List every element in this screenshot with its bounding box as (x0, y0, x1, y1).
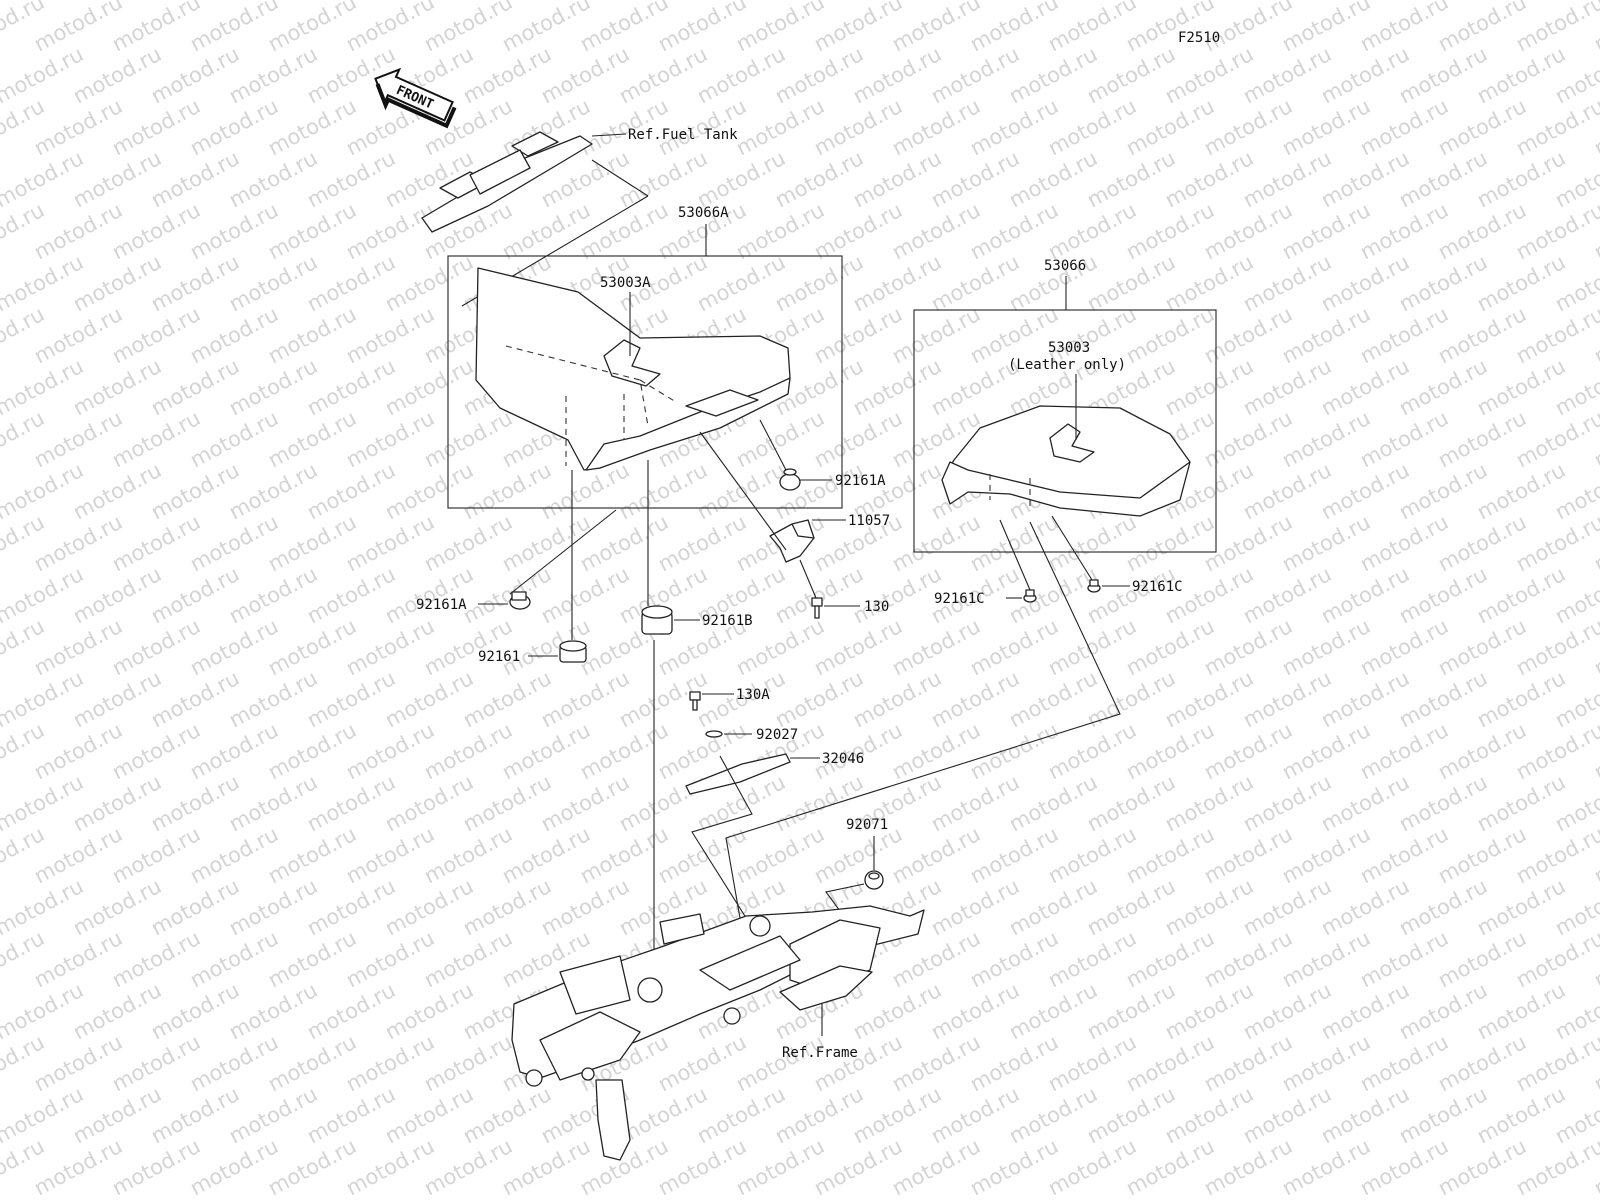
label-ref-frame: Ref.Frame (782, 1045, 858, 1061)
bolt-130A-part (689, 691, 701, 711)
plate-32046-part (685, 753, 791, 795)
label-53003: 53003 (1048, 340, 1090, 356)
label-92071: 92071 (846, 817, 888, 833)
watermark-text: motod.ru (1512, 1134, 1600, 1200)
damper-92161A-left-part (509, 591, 531, 610)
label-53066A: 53066A (678, 205, 729, 221)
damper-92161B-part (641, 605, 673, 635)
damper-92161A-right-part (779, 468, 801, 491)
bracket-11057-part (769, 519, 815, 563)
frame-part (511, 905, 925, 1161)
damper-92161C-left-part (1023, 589, 1037, 603)
seat-group-box-53066A (447, 255, 843, 509)
seat-group-box-53066 (913, 309, 1217, 553)
label-92161A-left: 92161A (416, 597, 467, 613)
label-53003A: 53003A (600, 275, 651, 291)
figure-code: F2510 (1178, 30, 1220, 46)
label-92161C-left: 92161C (934, 591, 985, 607)
label-92027: 92027 (756, 727, 798, 743)
front-seat-part (475, 267, 791, 471)
label-92161C-right: 92161C (1132, 579, 1183, 595)
label-130: 130 (864, 599, 889, 615)
label-32046: 32046 (822, 751, 864, 767)
damper-92161-part (559, 640, 587, 663)
damper-92161C-right-part (1087, 579, 1101, 593)
label-53066: 53066 (1044, 258, 1086, 274)
label-92161B: 92161B (702, 613, 753, 629)
grommet-92071-part (864, 870, 884, 890)
front-arrow-icon: FRONT (374, 67, 457, 129)
label-11057: 11057 (848, 513, 890, 529)
label-leather-only: (Leather only) (1008, 357, 1126, 373)
rear-seat-part (941, 405, 1191, 517)
label-92161A-right: 92161A (835, 473, 886, 489)
label-130A: 130A (736, 687, 770, 703)
label-ref-fuel-tank: Ref.Fuel Tank (628, 127, 738, 143)
washer-92027-part (705, 730, 723, 738)
fuel-tank-bracket-part (421, 131, 627, 233)
bolt-130-part (811, 597, 823, 619)
label-92161: 92161 (478, 649, 520, 665)
